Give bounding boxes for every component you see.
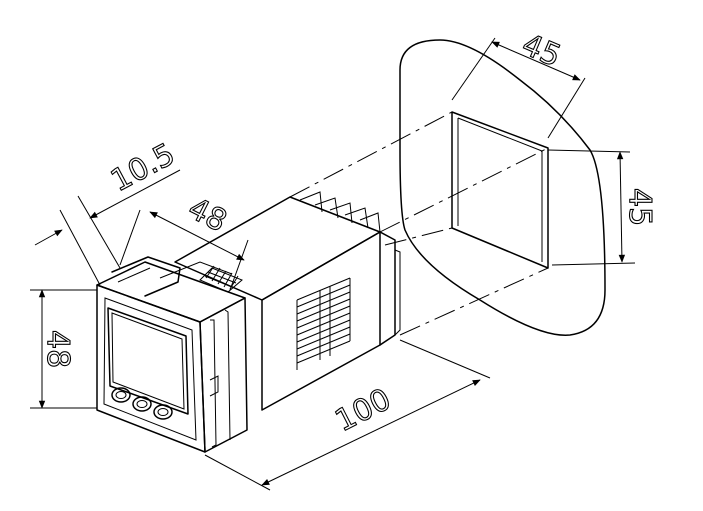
front-buttons xyxy=(111,387,173,420)
button-1-icon xyxy=(111,387,131,403)
body-length-label: 100 xyxy=(330,382,397,439)
button-3-icon xyxy=(153,404,173,420)
vent-grille xyxy=(296,277,351,370)
mounting-panel xyxy=(399,39,606,336)
front-bezel xyxy=(96,256,248,453)
front-height-label: 48 xyxy=(40,330,75,368)
button-2-icon xyxy=(132,396,152,412)
device-body xyxy=(174,191,401,411)
projection-lines xyxy=(289,111,549,336)
cutout-width-label: 45 xyxy=(517,27,566,74)
cutout-height-label: 45 xyxy=(622,188,657,226)
dimension-lines xyxy=(30,37,636,491)
